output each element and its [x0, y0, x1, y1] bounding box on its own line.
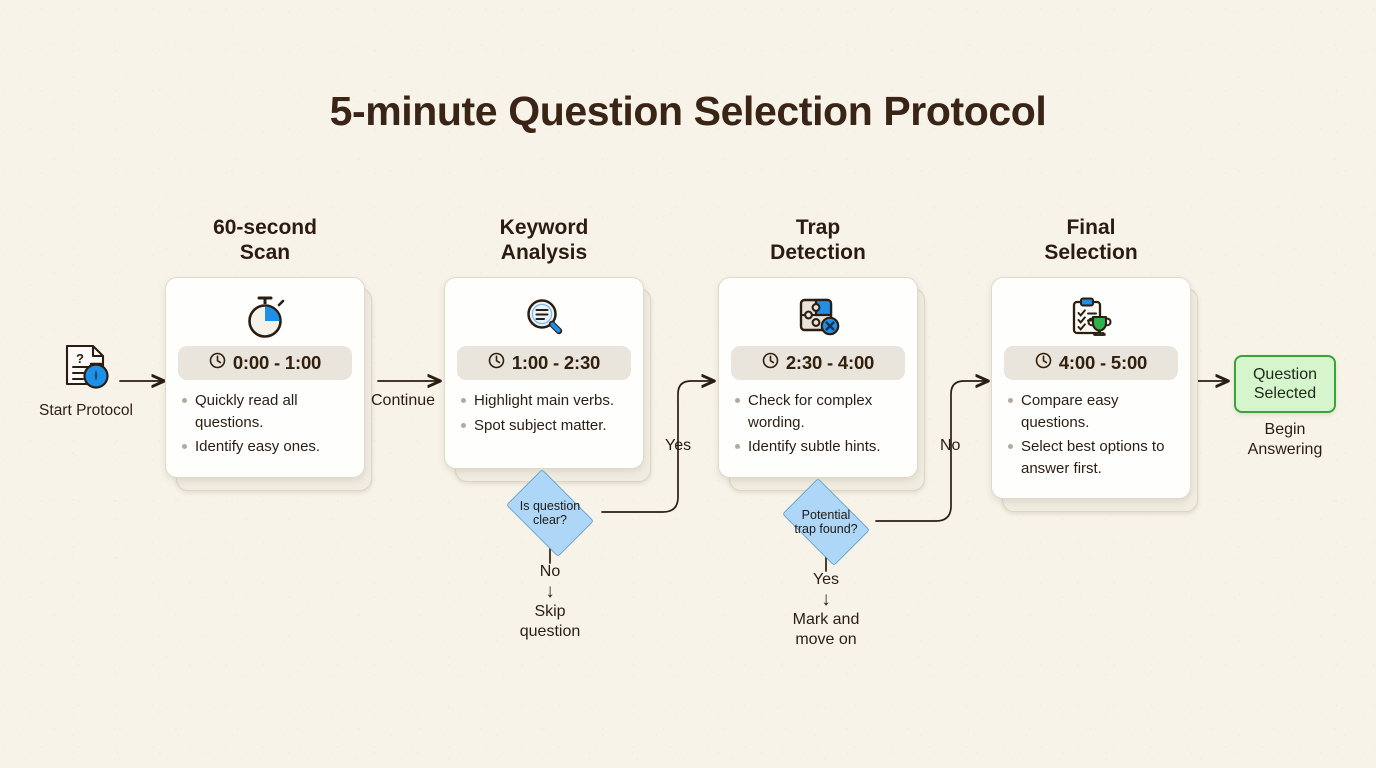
end-node: Question Selected Begin Answering — [1234, 355, 1336, 460]
stage-column-2: Keyword Analysis — [444, 215, 651, 482]
end-node-sublabel: Begin Answering — [1247, 421, 1323, 458]
branch-label-no-1: No — [539, 563, 561, 580]
stage-title-4: Final Selection — [1044, 216, 1138, 264]
arrow-down-icon: ↓ — [545, 581, 555, 602]
stage-card-1[interactable]: 0:00 - 1:00 Quickly read all questions. … — [165, 277, 365, 478]
time-badge-1: 0:00 - 1:00 — [178, 346, 352, 380]
clock-icon — [488, 352, 505, 374]
decision-label-2: Potential trap found? — [794, 507, 858, 537]
branch-label-yes-1: Yes — [665, 437, 692, 454]
stage-card-3[interactable]: 2:30 - 4:00 Check for complex wording. I… — [718, 277, 918, 478]
time-range-3: 2:30 - 4:00 — [785, 352, 875, 373]
branch-label-yes-2: Yes — [812, 571, 840, 588]
decision-label-1: Is question clear? — [519, 498, 581, 528]
puzzle-x-icon — [731, 292, 905, 342]
start-node-label: Start Protocol — [39, 402, 133, 419]
branch-destination-1: Skip question — [519, 603, 581, 640]
time-badge-2: 1:00 - 2:30 — [457, 346, 631, 380]
stage-card-4[interactable]: 4:00 - 5:00 Compare easy questions. Sele… — [991, 277, 1191, 499]
stage-column-3: Trap Detection — [718, 215, 925, 491]
document-question-stopwatch-icon: ? — [30, 340, 142, 397]
time-range-2: 1:00 - 2:30 — [511, 352, 601, 373]
stage-title-3: Trap Detection — [770, 216, 866, 264]
bullet-item: Quickly read all questions. — [180, 390, 350, 433]
connector-label-continue: Continue — [371, 392, 436, 409]
bullet-item: Highlight main verbs. — [459, 390, 629, 412]
bullet-item: Spot subject matter. — [459, 415, 629, 437]
stage-bullets-3: Check for complex wording. Identify subt… — [731, 390, 905, 458]
stage-bullets-1: Quickly read all questions. Identify eas… — [178, 390, 352, 458]
clock-icon — [1035, 352, 1052, 374]
end-node-box[interactable]: Question Selected — [1234, 355, 1336, 413]
svg-text:?: ? — [76, 351, 84, 366]
decision-is-question-clear[interactable]: Is question clear? — [498, 469, 602, 557]
stage-card-2[interactable]: 1:00 - 2:30 Highlight main verbs. Spot s… — [444, 277, 644, 469]
bullet-item: Identify subtle hints. — [733, 436, 903, 458]
branch-destination-2: Mark and move on — [792, 611, 860, 648]
time-badge-4: 4:00 - 5:00 — [1004, 346, 1178, 380]
bullet-item: Check for complex wording. — [733, 390, 903, 433]
magnifier-text-icon — [457, 292, 631, 342]
clipboard-trophy-icon — [1004, 292, 1178, 342]
start-node: ? Start Protocol — [30, 340, 142, 420]
arrow-down-icon: ↓ — [821, 589, 831, 610]
branch-label-no-2: No — [940, 437, 961, 454]
branch-tail-skip-question: No ↓ Skip question — [490, 562, 610, 642]
stage-bullets-2: Highlight main verbs. Spot subject matte… — [457, 390, 631, 436]
page-title: 5-minute Question Selection Protocol — [329, 88, 1047, 134]
decision-potential-trap-found[interactable]: Potential trap found? — [774, 478, 878, 566]
time-range-4: 4:00 - 5:00 — [1058, 352, 1148, 373]
bullet-item: Select best options to answer first. — [1006, 436, 1176, 479]
time-range-1: 0:00 - 1:00 — [232, 352, 322, 373]
time-badge-3: 2:30 - 4:00 — [731, 346, 905, 380]
stage-column-4: Final Selection — [991, 215, 1198, 512]
stage-title-2: Keyword Analysis — [499, 216, 589, 264]
bullet-item: Identify easy ones. — [180, 436, 350, 458]
stage-title-1: 60-second Scan — [213, 216, 317, 264]
bullet-item: Compare easy questions. — [1006, 390, 1176, 433]
stopwatch-icon — [178, 292, 352, 342]
clock-icon — [209, 352, 226, 374]
stage-bullets-4: Compare easy questions. Select best opti… — [1004, 390, 1178, 479]
clock-icon — [762, 352, 779, 374]
branch-tail-mark-and-move-on: Yes ↓ Mark and move on — [766, 570, 886, 650]
stage-column-1: 60-second Scan — [165, 215, 372, 491]
